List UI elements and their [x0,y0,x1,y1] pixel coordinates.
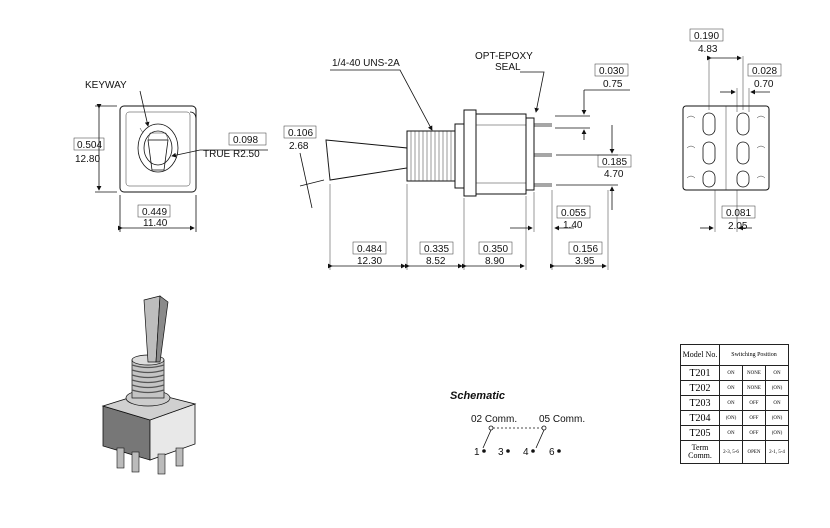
front-radius-mm: R2.50 [233,149,260,160]
model-cell: T203 [680,395,720,411]
seal-label-2: SEAL [495,62,521,73]
pos-cell: OPEN [742,440,766,464]
pos-cell: ON [765,365,789,381]
dim-d1-in: 0.484 [357,244,382,255]
pos-cell: ON [719,380,743,396]
schematic: Schematic 02 Comm. 05 Comm. 1 3 4 6 [450,390,585,458]
term-width-in: 0.030 [599,66,624,77]
seal-label-1: OPT-EPOXY [475,51,533,62]
dim-d5-in: 0.055 [561,208,586,219]
table-row: T204 (ON) OFF (ON) [680,410,789,426]
bottom-right-in: 0.028 [752,66,777,77]
table-header-model: Model No. [680,344,720,366]
pos-cell: ON [765,395,789,411]
bottom-bot-mm: 2.05 [728,221,748,232]
model-cell: T201 [680,365,720,381]
dim-d1-mm: 12.30 [357,256,382,267]
table-row: T205 ON OFF (ON) [680,425,789,441]
term-spacing-in: 0.185 [602,157,627,168]
keyway-label: KEYWAY [85,80,127,91]
thread-label: 1/4-40 UNS-2A [332,58,400,69]
pin-3: 3 [498,447,504,458]
pos-cell: (ON) [765,410,789,426]
bottom-top-mm: 4.83 [698,44,718,55]
term-spacing-mm: 4.70 [604,169,624,180]
bottom-view: 0.190 4.83 0.028 0.70 0.081 2.05 [682,28,782,232]
table-row: T203 ON OFF ON [680,395,789,411]
model-cell: T202 [680,380,720,396]
bottom-top-in: 0.190 [694,31,719,42]
table-row: T201 ON NONE ON [680,365,789,381]
term-width-mm: 0.75 [603,79,623,90]
dim-d4-in: 0.156 [573,244,598,255]
lever-dia-in: 0.106 [288,128,313,139]
model-cell: T204 [680,410,720,426]
pos-cell: 2-3, 5-6 [719,440,743,464]
front-height-in: 0.504 [77,140,102,151]
model-cell: T205 [680,425,720,441]
pin-1: 1 [474,447,480,458]
bottom-bot-in: 0.081 [726,208,751,219]
pos-cell: OFF [742,425,766,441]
pos-cell: ON [719,425,743,441]
table-header-switching: Switching Position [719,344,789,366]
lever-dia-mm: 2.68 [289,141,309,152]
pos-cell: NONE [742,365,766,381]
pin-4: 4 [523,447,529,458]
front-radius-in: 0.098 [233,135,258,146]
pos-cell: NONE [742,380,766,396]
front-width-mm: 11.40 [143,218,168,229]
schematic-title: Schematic [450,390,505,402]
pos-cell: OFF [742,395,766,411]
comm-label-2: 05 Comm. [539,414,585,425]
table-row: T202 ON NONE (ON) [680,380,789,396]
comm-label-1: 02 Comm. [471,414,517,425]
front-height-mm: 12.80 [75,154,100,165]
pos-cell: (ON) [765,380,789,396]
front-width-in: 0.449 [142,207,167,218]
pos-cell: 2-1, 5-4 [765,440,789,464]
dim-d3-in: 0.350 [483,244,508,255]
pos-cell: ON [719,395,743,411]
dim-d5-mm: 1.40 [563,220,583,231]
bottom-right-mm: 0.70 [754,79,774,90]
term-comm-cell: Term Comm. [680,440,720,464]
pos-cell: OFF [742,410,766,426]
isometric-view [101,295,197,475]
side-view: 1/4-40 UNS-2A OPT-EPOXY SEAL 0.106 2.68 … [283,51,632,270]
dim-d2-mm: 8.52 [426,256,446,267]
front-view: KEYWAY 0.504 12.80 0.449 11.40 0.098 TRU… [73,80,268,232]
dim-d4-mm: 3.95 [575,256,595,267]
dim-d3-mm: 8.90 [485,256,505,267]
pos-cell: (ON) [719,410,743,426]
model-table: Model No. Switching Position T201 ON NON… [680,344,789,464]
front-radius-label: TRUE [203,149,231,160]
table-row: Term Comm. 2-3, 5-6 OPEN 2-1, 5-4 [680,440,789,464]
pin-6: 6 [549,447,555,458]
pos-cell: (ON) [765,425,789,441]
dim-d2-in: 0.335 [424,244,449,255]
pos-cell: ON [719,365,743,381]
